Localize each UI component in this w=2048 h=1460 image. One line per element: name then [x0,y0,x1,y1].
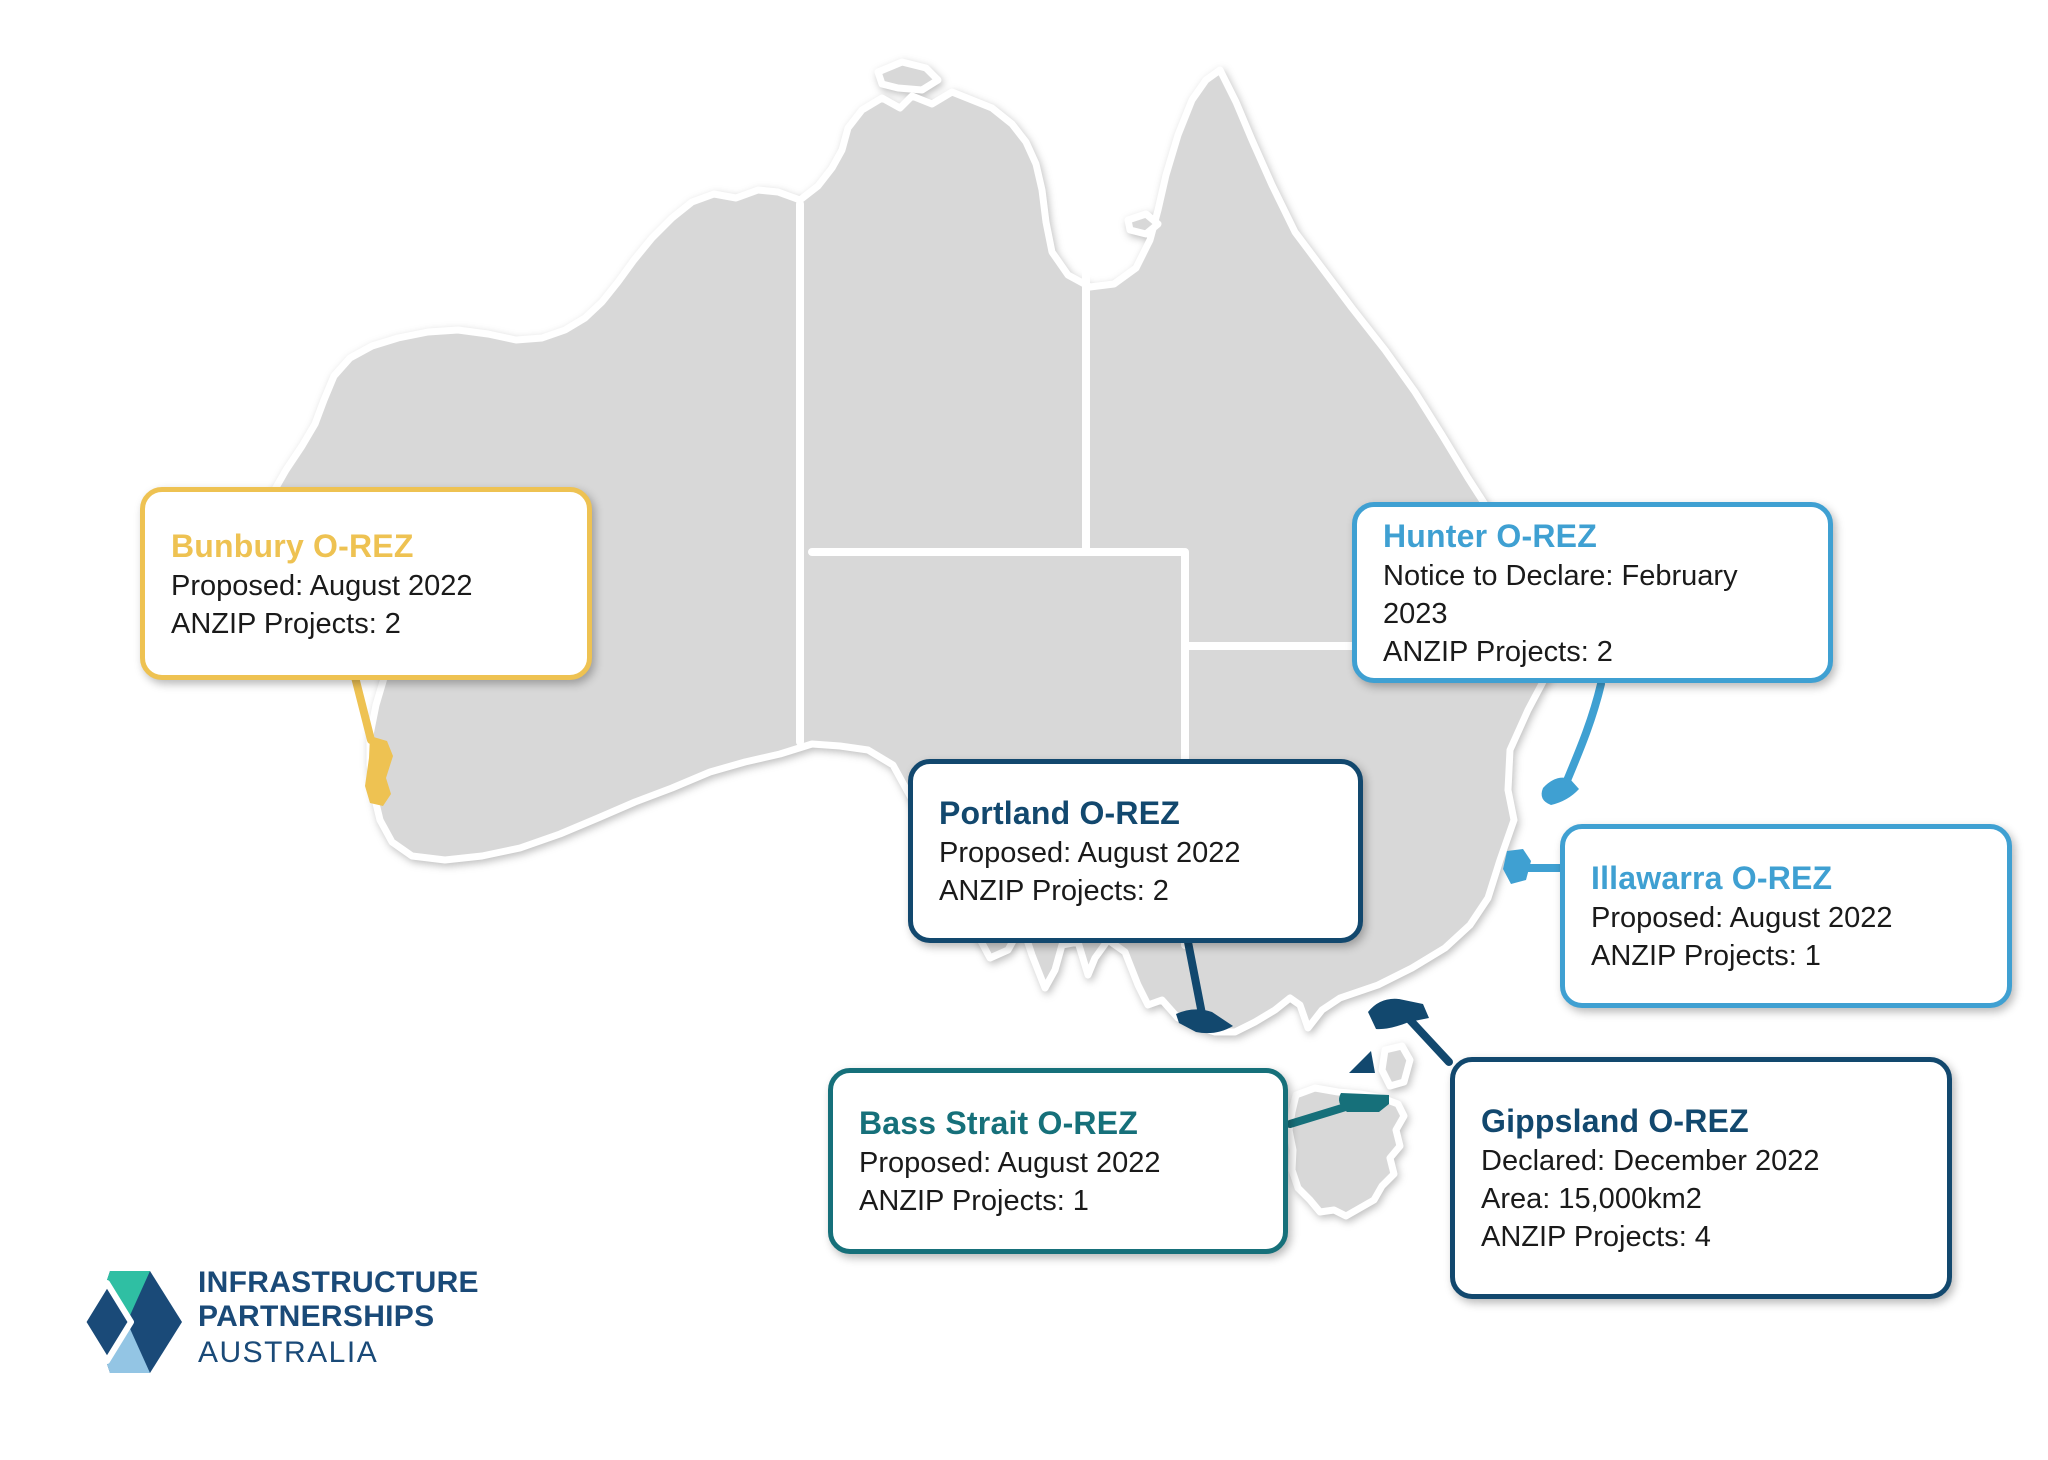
bass-strait-leader-line [1286,1101,1356,1128]
logo-wordmark-line3: AUSTRALIA [198,1336,379,1369]
gippsland-leader-line [1406,1016,1453,1066]
mornington-island [1124,210,1162,238]
leader-lines [351,673,1605,1128]
callout-title: Portland O-REZ [939,795,1181,831]
callout-detail-line: ANZIP Projects: 4 [1481,1221,1711,1253]
callout-detail-line: ANZIP Projects: 2 [171,607,401,640]
callout-detail-line: Proposed: August 2022 [859,1147,1161,1179]
logo-wordmark-line1: INFRASTRUCTURE [198,1266,479,1299]
portland-leader-line [1184,938,1206,1018]
callout-detail-line: ANZIP Projects: 2 [1383,635,1613,668]
callout-detail-line: Proposed: August 2022 [939,837,1241,869]
melville-island [874,58,942,94]
callout-detail-line: Proposed: August 2022 [171,569,473,602]
callout-hunter-orez: Hunter O-REZ Notice to Declare: February… [1352,502,1833,683]
infrastructure-partnerships-australia-logo-icon [80,1271,182,1373]
gippsland-zone-marker [1368,998,1429,1030]
callout-title: Bunbury O-REZ [171,527,414,564]
bunbury-zone-marker [365,736,393,806]
callout-title: Gippsland O-REZ [1481,1103,1749,1139]
wilsons-prom-islands [1378,1042,1414,1090]
logo-diamond-left [80,1280,134,1364]
illawarra-zone-marker [1503,849,1531,884]
hunter-zone-marker [1541,777,1579,805]
zone-markers [365,736,1579,1112]
callout-detail-line: Proposed: August 2022 [1591,902,1893,934]
bunbury-leader-line [351,673,375,744]
callout-detail-line: ANZIP Projects: 2 [939,875,1169,907]
callout-detail-line: ANZIP Projects: 1 [1591,940,1821,972]
callout-title: Bass Strait O-REZ [859,1105,1139,1141]
callout-bass-strait-orez: Bass Strait O-REZ Proposed: August 2022 … [828,1068,1288,1254]
callout-bunbury-orez: Bunbury O-REZ Proposed: August 2022 ANZI… [140,487,592,680]
callout-detail-line: Declared: December 2022 [1481,1145,1820,1177]
callout-portland-orez: Portland O-REZ Proposed: August 2022 ANZ… [908,759,1363,943]
callout-detail-line: Notice to Declare: February 2023 [1383,559,1738,630]
callout-title: Hunter O-REZ [1383,517,1597,554]
hunter-leader-line [1562,680,1605,787]
callout-title: Illawarra O-REZ [1591,860,1833,896]
callout-illawarra-orez: Illawarra O-REZ Proposed: August 2022 AN… [1560,824,2012,1008]
callout-gippsland-orez: Gippsland O-REZ Declared: December 2022 … [1450,1057,1952,1299]
state-border-lines [796,200,1559,949]
callout-detail-line: Area: 15,000km2 [1481,1183,1702,1215]
logo-wordmark-line2: PARTNERSHIPS [198,1300,435,1333]
callout-detail-line: ANZIP Projects: 1 [859,1185,1089,1217]
portland-zone-marker [1176,1009,1233,1034]
bass-strait-zone-marker [1339,1093,1389,1112]
gippsland-zone-marker-south [1349,1051,1375,1073]
